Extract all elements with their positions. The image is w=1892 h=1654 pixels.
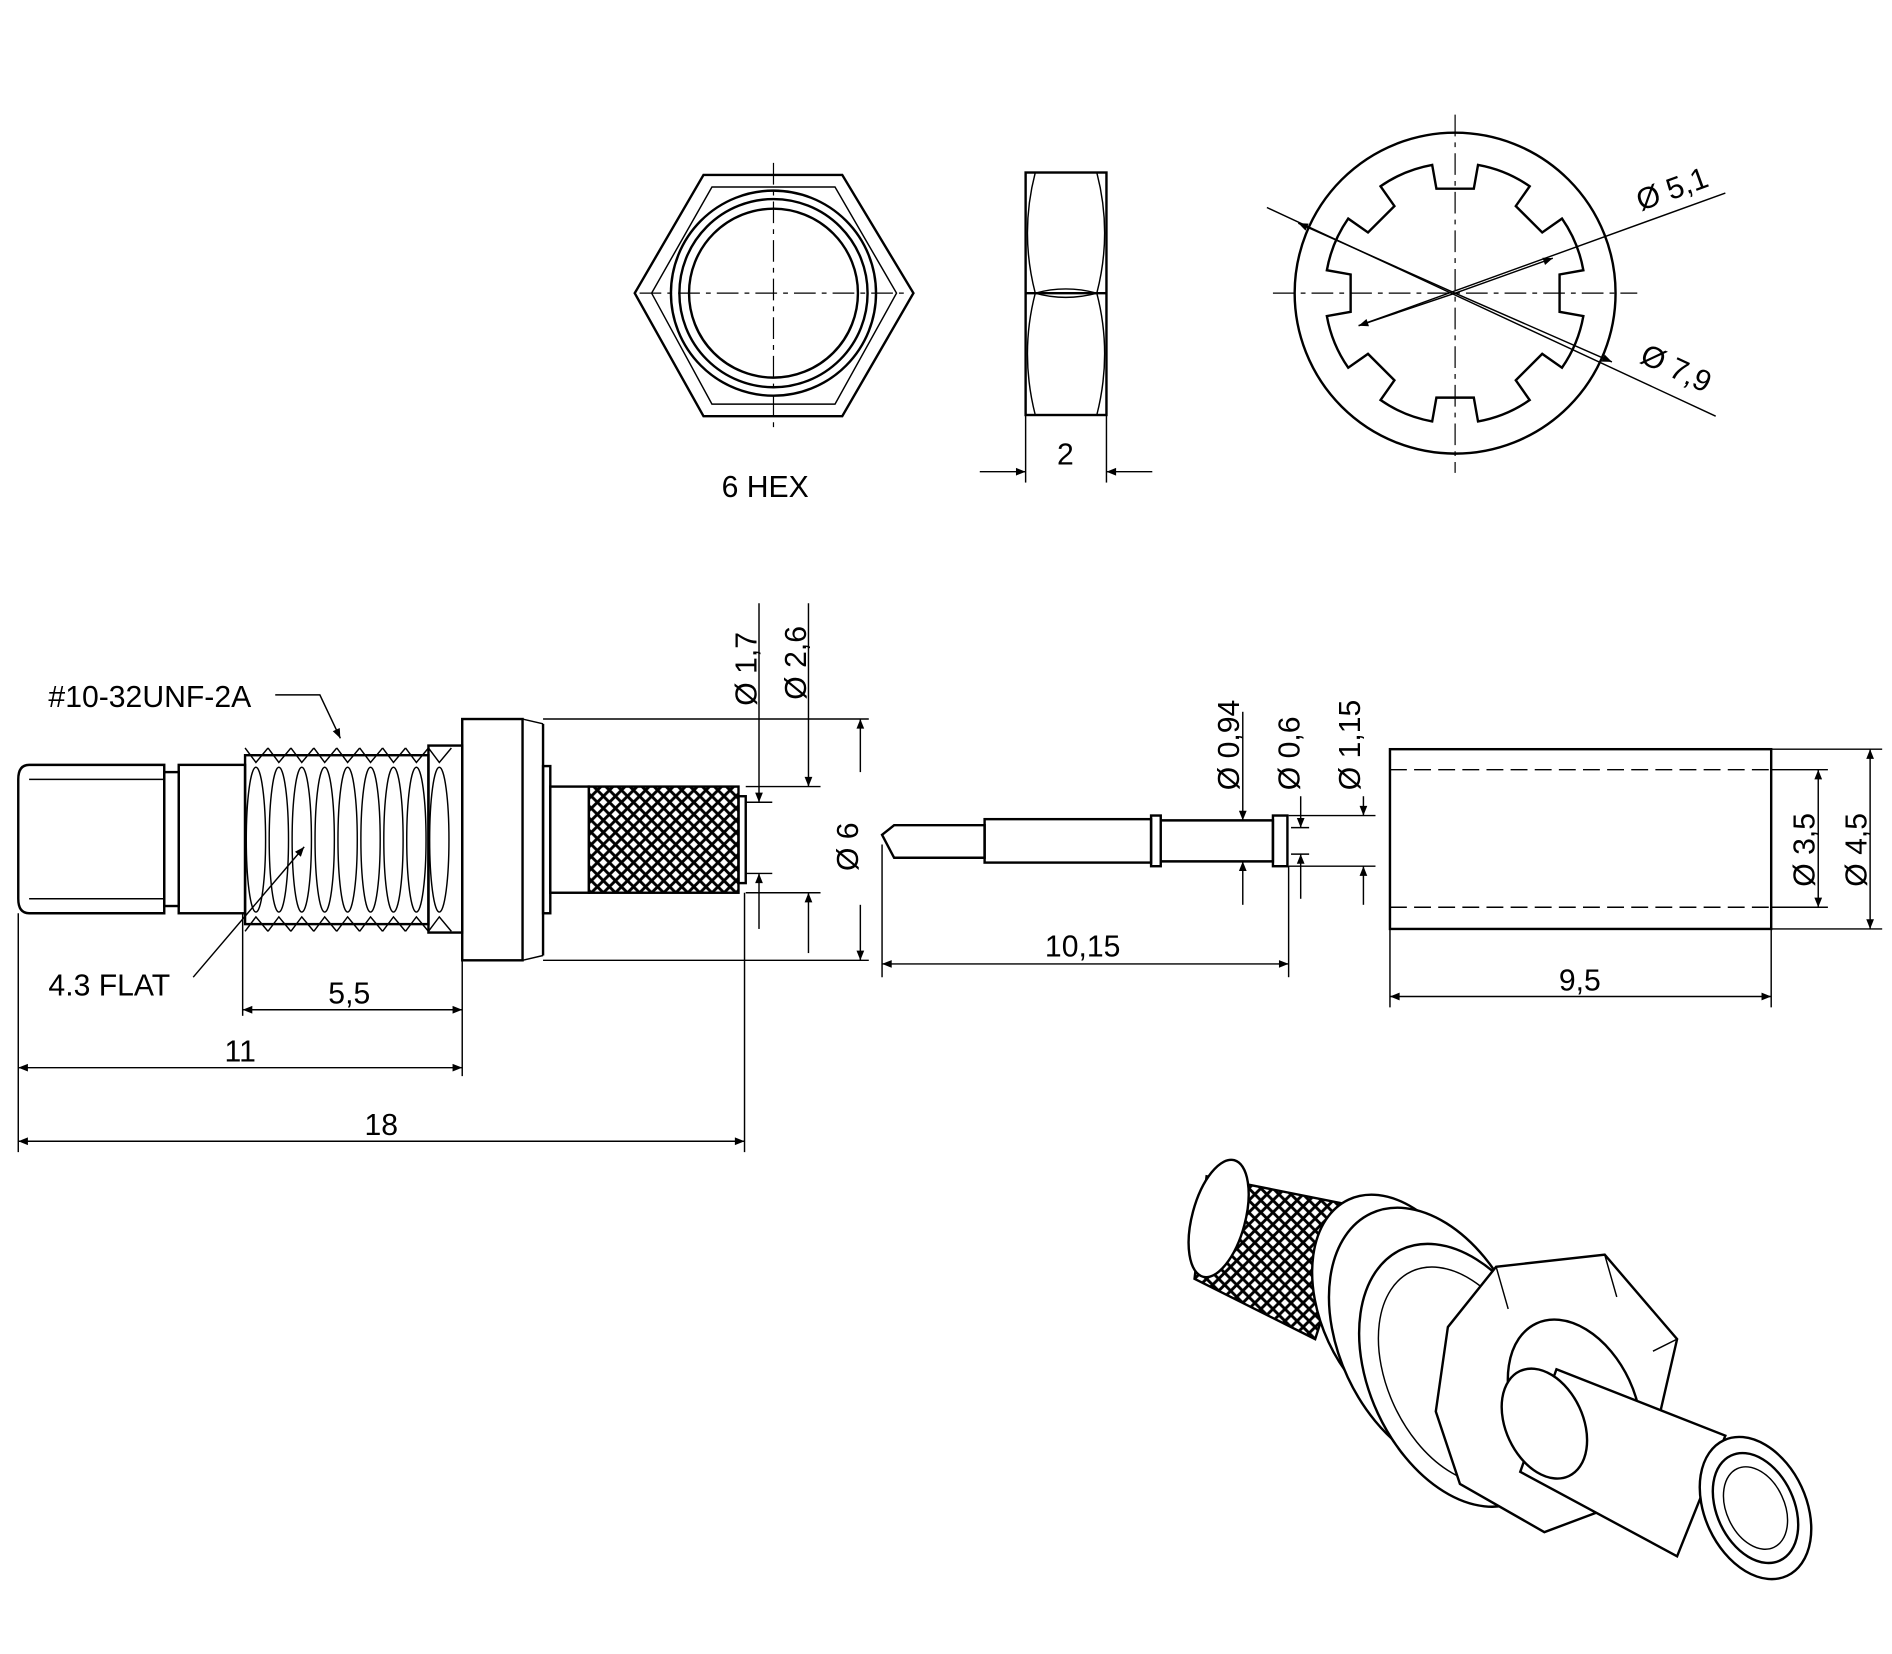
flat-label: 4.3 FLAT xyxy=(48,969,170,1002)
washer-outer-dia-label: Ø 7,9 xyxy=(1636,338,1717,399)
contact-pin: 10,15 Ø 0,94 Ø 0,6 Ø 1,15 xyxy=(880,700,1376,978)
hex-nut-side-view: 2 xyxy=(979,171,1153,483)
body-length-label: 11 xyxy=(225,1036,256,1069)
crimp-outer-dia-label: Ø 2,6 xyxy=(780,626,813,700)
ferrule-length-label: 9,5 xyxy=(1559,964,1601,997)
crimp-ferrule: Ø 3,5 Ø 4,5 9,5 xyxy=(1388,747,1883,1008)
pin-dia-2-label: Ø 0,6 xyxy=(1273,716,1306,790)
thread xyxy=(243,747,452,932)
hex-nut-front-view: 6 HEX xyxy=(633,162,915,504)
hex-size-label: 6 HEX xyxy=(722,471,809,504)
nut-thickness-label: 2 xyxy=(1057,438,1074,471)
thread-length-label: 5,5 xyxy=(328,978,370,1011)
crimp-inner-dia-label: Ø 1,7 xyxy=(731,632,764,706)
thread-spec-label: #10-32UNF-2A xyxy=(48,681,252,714)
lock-washer: Ø 5,1 Ø 7,9 xyxy=(1266,114,1726,473)
washer-inner-dia-label: Ø 5,1 xyxy=(1632,161,1713,217)
ferrule-outer-dia-label: Ø 4,5 xyxy=(1840,813,1873,887)
total-length-label: 18 xyxy=(365,1109,399,1142)
pin-dia-1-label: Ø 0,94 xyxy=(1213,700,1246,791)
pin-dia-3-label: Ø 1,15 xyxy=(1334,700,1367,791)
pin-length-label: 10,15 xyxy=(1045,931,1120,964)
connector-side-view: Ø 1,7 Ø 2,6 Ø 6 #10-32UNF-2A 4.3 FLAT 5,… xyxy=(17,603,869,1153)
flange-dia-label: Ø 6 xyxy=(832,822,865,871)
isometric-view xyxy=(1187,1158,1813,1581)
ferrule-inner-dia-label: Ø 3,5 xyxy=(1789,813,1822,887)
